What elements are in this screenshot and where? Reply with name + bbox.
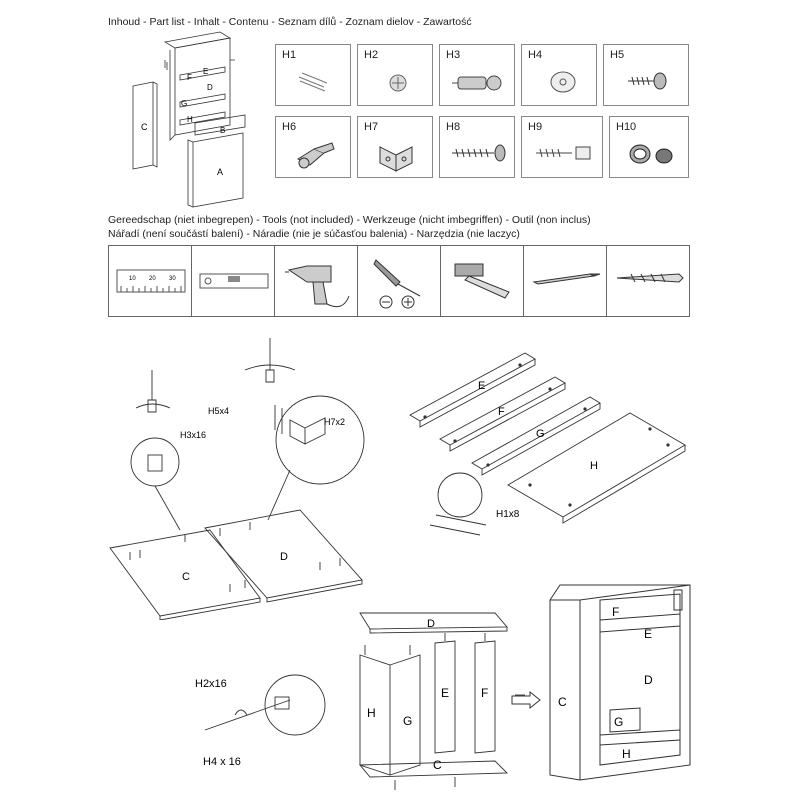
tool-cell-drill-bit xyxy=(607,246,689,316)
callout-h4: H4 x 16 xyxy=(203,756,241,768)
ruler-icon: 10 20 30 xyxy=(116,269,186,293)
hardware-box-h1: H1 xyxy=(275,44,351,106)
hardware-box-h8: H8 xyxy=(439,116,515,178)
panel-label-b: B xyxy=(220,126,225,135)
tool-cell-hammer xyxy=(441,246,524,316)
step3-label-h: H xyxy=(367,706,376,720)
finished-cabinet-diagram: F E D C G H xyxy=(549,584,691,781)
final-label-g: G xyxy=(614,715,623,729)
washer-icon xyxy=(550,71,576,93)
tools-heading-line1: Gereedschap (niet inbegrepen) - Tools (n… xyxy=(108,214,591,226)
final-label-e: E xyxy=(644,627,652,641)
callout-h7: H7x2 xyxy=(324,417,345,427)
tool-cell-level xyxy=(192,246,275,316)
level-icon xyxy=(199,273,269,289)
panel-label-d: D xyxy=(207,83,213,92)
drill-bit-icon xyxy=(616,273,684,283)
step2-label-g: G xyxy=(536,428,545,440)
drill-icon xyxy=(285,265,350,308)
hardware-box-h6: H6 xyxy=(275,116,351,178)
ruler-tick-10: 10 xyxy=(129,276,136,282)
cover-cap-icon xyxy=(629,144,673,164)
angle-bracket-icon xyxy=(379,146,413,172)
step1-label-c: C xyxy=(182,571,190,583)
step1-assembly-diagram: H3x16 H5x4 H7x2 C D xyxy=(109,338,365,620)
hardware-box-h5: H5 xyxy=(603,44,689,106)
panel-label-c: C xyxy=(141,122,148,132)
callout-h2: H2x16 xyxy=(195,678,227,690)
cam-lock-icon xyxy=(389,74,407,92)
step2-dowel-diagram: E F G H H1x8 xyxy=(409,352,686,536)
tools-heading-line2: Nářadí (není součástí balení) - Náradie … xyxy=(108,228,520,240)
wall-plug-icon xyxy=(536,146,591,160)
tool-cell-screwdriver xyxy=(358,246,441,316)
step3-frame-assembly-diagram: H2x16 H4 x 16 D H G E F C xyxy=(195,612,525,790)
panel-label-f: F xyxy=(187,73,192,82)
hammer-icon xyxy=(454,263,510,299)
step3-label-e: E xyxy=(441,686,449,700)
step2-label-f: F xyxy=(498,406,505,418)
hardware-box-h10: H10 xyxy=(609,116,689,178)
step3-label-f: F xyxy=(481,686,488,700)
tool-cell-pencil xyxy=(524,246,607,316)
screwdriver-icon xyxy=(373,259,421,309)
long-screw-icon xyxy=(452,144,506,162)
step3-label-c: C xyxy=(433,758,442,772)
ruler-tick-30: 30 xyxy=(169,276,176,282)
tool-cell-ruler: 10 20 30 xyxy=(109,246,192,316)
exploded-cabinet-diagram: C A B D E F G H xyxy=(132,31,246,208)
panel-label-g: G xyxy=(181,99,187,108)
panel-label-a: A xyxy=(217,167,223,177)
final-label-c: C xyxy=(558,695,567,709)
result-arrow-icon xyxy=(511,690,541,710)
step2-label-h: H xyxy=(590,460,598,472)
dowel-icon xyxy=(298,72,328,92)
tool-cell-drill xyxy=(275,246,358,316)
hardware-box-h9: H9 xyxy=(521,116,603,178)
final-label-d: D xyxy=(644,673,653,687)
short-screw-icon xyxy=(628,72,667,90)
final-label-f: F xyxy=(612,605,619,619)
step3-label-g: G xyxy=(403,714,412,728)
parts-heading: Inhoud - Part list - Inhalt - Contenu - … xyxy=(108,16,472,28)
step3-label-d: D xyxy=(427,618,435,630)
tools-strip: 10 20 30 xyxy=(108,245,690,317)
hardware-box-h7: H7 xyxy=(357,116,433,178)
panel-label-e: E xyxy=(203,67,208,76)
cam-bolt-icon xyxy=(452,75,502,91)
hardware-box-h3: H3 xyxy=(439,44,515,106)
callout-h3: H3x16 xyxy=(180,430,206,440)
panel-label-h: H xyxy=(187,115,193,124)
callout-h5: H5x4 xyxy=(208,406,229,416)
hardware-box-h2: H2 xyxy=(357,44,433,106)
pencil-icon xyxy=(532,273,601,285)
final-label-h: H xyxy=(622,747,631,761)
step2-label-e: E xyxy=(478,380,485,392)
step1-label-d: D xyxy=(280,551,288,563)
callout-h1: H1x8 xyxy=(496,509,520,520)
ruler-tick-20: 20 xyxy=(149,276,156,282)
hardware-box-h4: H4 xyxy=(521,44,597,106)
hinge-icon xyxy=(296,142,335,169)
